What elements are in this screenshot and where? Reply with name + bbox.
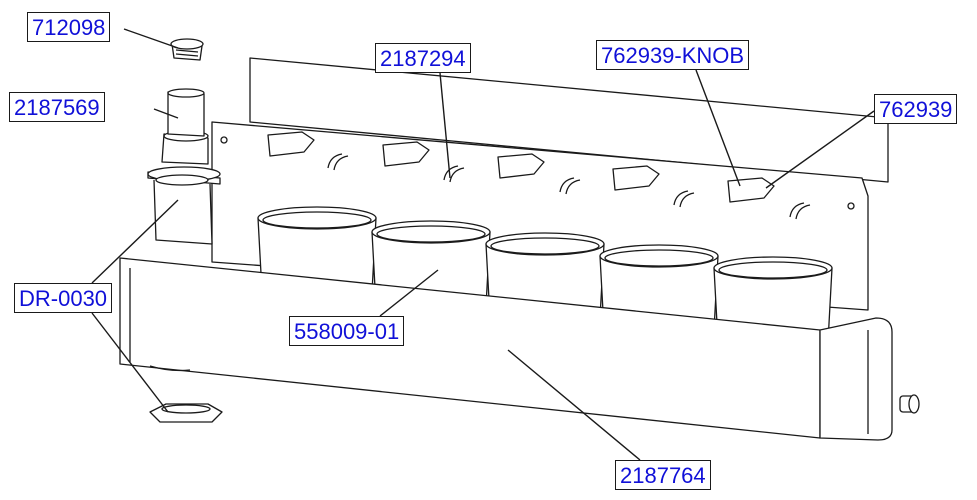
- leader-lines: [91, 28, 875, 461]
- callout-2187764: 2187764: [615, 460, 711, 490]
- back-panel-top: [249, 57, 889, 183]
- drain-assembly: [147, 88, 221, 245]
- callout-2187569: 2187569: [9, 92, 105, 122]
- drain-tube: [153, 179, 213, 245]
- knob-holder: [382, 141, 430, 167]
- callout-762939-knob: 762939-KNOB: [596, 40, 750, 70]
- leader-712098: [123, 28, 179, 49]
- side-knob: [899, 394, 920, 414]
- panel-hole-right: [847, 202, 855, 210]
- leader-762939-knob: [695, 69, 741, 187]
- drain-nut: [149, 403, 223, 423]
- knob-holder-row: [267, 131, 811, 220]
- tray-end: [819, 317, 893, 441]
- leader-2187764: [507, 349, 641, 461]
- callout-558009-01: 558009-01: [289, 316, 405, 346]
- callout-712098: 712098: [27, 12, 111, 42]
- leader-558009-01: [379, 269, 439, 317]
- fitting-stem: [167, 91, 205, 137]
- leader-2187294: [439, 72, 451, 179]
- knob-holder: [612, 165, 660, 191]
- callout-2187294: 2187294: [375, 43, 471, 73]
- panel-hole-left: [220, 136, 228, 144]
- leader-dr-0030-a: [91, 199, 179, 284]
- callout-dr-0030: DR-0030: [14, 283, 113, 313]
- leader-dr-0030-b: [91, 312, 169, 413]
- leader-2187569: [153, 108, 179, 119]
- callout-762939: 762939: [874, 94, 958, 124]
- leader-762939: [765, 110, 875, 189]
- cap-part: [170, 38, 204, 61]
- knob-holder: [497, 153, 545, 179]
- knob-holder: [267, 131, 315, 157]
